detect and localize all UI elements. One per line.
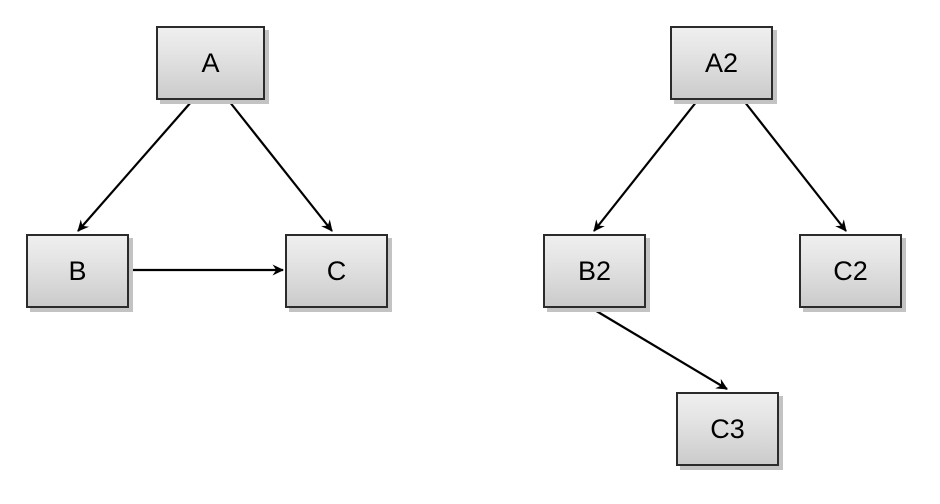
node-c-label: C xyxy=(326,255,347,286)
edge-b2-to-c3[interactable] xyxy=(592,308,728,390)
node-c2[interactable]: C2 xyxy=(799,234,902,308)
node-c2-label: C2 xyxy=(833,255,868,286)
node-b[interactable]: B xyxy=(26,234,129,308)
node-c3-label: C3 xyxy=(710,413,745,444)
node-b2-label: B2 xyxy=(577,255,612,286)
node-a2[interactable]: A2 xyxy=(670,26,773,100)
edge-a-to-c[interactable] xyxy=(228,100,333,232)
node-a[interactable]: A xyxy=(156,26,265,100)
node-a-label: A xyxy=(201,47,220,78)
node-b2[interactable]: B2 xyxy=(543,234,646,308)
node-b-label: B xyxy=(68,255,87,286)
edge-a2-to-c2[interactable] xyxy=(743,100,847,232)
edge-a2-to-b2[interactable] xyxy=(593,100,698,232)
edges-group xyxy=(77,100,847,390)
node-c[interactable]: C xyxy=(285,234,388,308)
node-a2-label: A2 xyxy=(704,47,739,78)
edge-a-to-b[interactable] xyxy=(77,100,193,232)
node-c3[interactable]: C3 xyxy=(676,392,779,466)
